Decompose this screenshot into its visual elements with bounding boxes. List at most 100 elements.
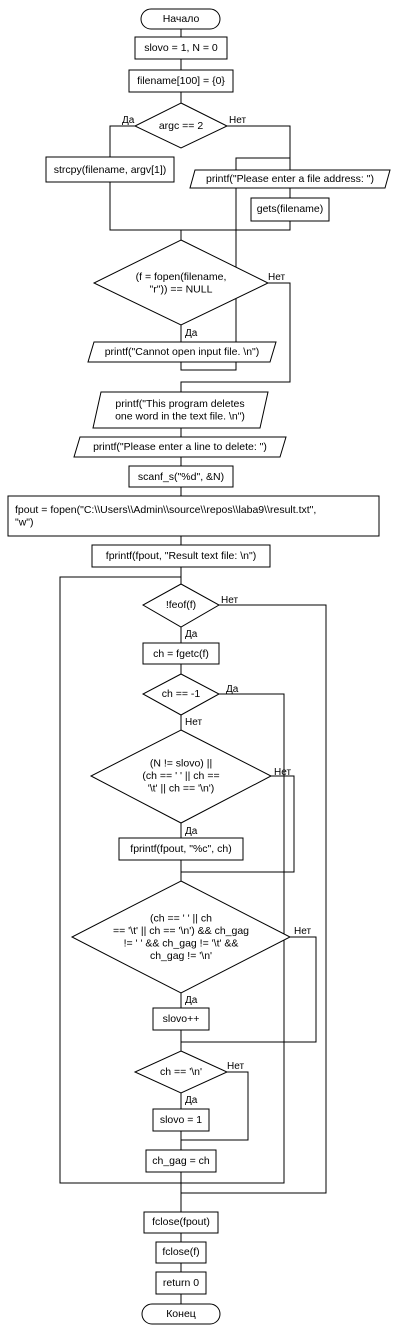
fprintf-char-box [118,837,244,861]
slovo-check-diamond [89,729,273,824]
text-line: == '\t' || ch == '\n') && ch_gag [113,925,249,937]
newline-check-text: ch == '\n' [160,1066,202,1078]
text-line: != ' ' && ch_gag != '\t' && [124,937,239,949]
slovo-check-no-label: Нет [274,767,291,778]
text-line: ch == '\n' [160,1066,202,1078]
eof-char-check-diamond [141,673,221,716]
gag-assign-box [145,1149,217,1173]
gets-box [250,197,330,222]
slovo-check-yes-label: Да [185,826,198,837]
word-boundary-yes-label: Да [185,995,198,1006]
fclose-f-text: fclose(f) [162,1246,199,1258]
return-text: return 0 [163,1277,199,1289]
fprintf-header-box [91,544,271,568]
scanf-box [128,465,234,488]
strcpy-text: strcpy(filename, argv[1]) [54,164,167,176]
branch-labels: Да Нет Нет Да Нет Да Да Нет Нет Да Нет Д… [122,115,311,1106]
word-boundary-no-label: Нет [294,926,311,937]
text-line: ch_gag != '\n' [150,950,212,962]
eof-char-no-label: Нет [185,717,202,728]
end-text: Конец [166,1308,196,1320]
argc-no-label: Нет [229,115,246,126]
prompt-line-parallelogram [73,436,287,458]
text-line: !feof(f) [166,599,196,611]
start-terminal [140,8,221,30]
fopen-yes-label: Да [185,328,198,339]
gag-assign-text: ch_gag = ch [152,1155,210,1167]
text-line: "w") [15,516,34,528]
feof-no-label: Нет [221,595,238,606]
text-line: (N != slovo) || [150,758,212,770]
shapes [7,8,391,1325]
fopen-check-text: (f = fopen(filename,"r")) == NULL [136,271,227,296]
text-line: fclose(f) [162,1246,199,1258]
fprintf-char-text: fprintf(fpout, "%c", ch) [130,843,231,855]
slovo-inc-box [152,1007,210,1031]
fpout-open-text: fpout = fopen("C:\\Users\\Admin\\source\… [15,504,316,529]
node-texts: Начало slovo = 1, N = 0 filename[100] = … [15,13,374,1320]
argc-check-diamond [133,102,229,149]
return-box [155,1271,207,1295]
feof-check-diamond [141,583,221,628]
text-line: "r")) == NULL [150,283,213,295]
word-boundary-check-text: (ch == ' ' || ch== '\t' || ch == '\n') &… [113,912,249,962]
scanf-text: scanf_s("%d", &N) [138,471,224,483]
text-line: slovo = 1, N = 0 [144,42,218,54]
newline-yes-label: Да [185,1095,198,1106]
connectors [59,29,327,1304]
text-line: printf("This program deletes [115,398,244,410]
text-line: Конец [166,1308,196,1320]
slovo-inc-text: slovo++ [163,1013,200,1025]
text-line: Начало [163,13,200,25]
text-line: ch == -1 [162,688,201,700]
text-line: (ch == ' ' || ch == [142,770,219,782]
text-line: printf("Please enter a line to delete: "… [93,441,267,453]
fclose-fpout-box [143,1211,219,1234]
text-line: (f = fopen(filename, [136,271,227,283]
text-line: fpout = fopen("C:\\Users\\Admin\\source\… [15,504,316,516]
fpout-open-box [7,495,380,537]
prompt-file-text: printf("Please enter a file address: ") [206,173,374,185]
slovo-reset-box [152,1108,210,1132]
prompt-file-parallelogram [189,169,391,189]
slovo-check-text: (N != slovo) ||(ch == ' ' || ch =='\t' |… [142,758,219,795]
text-line: slovo = 1 [160,1114,202,1126]
init-text: slovo = 1, N = 0 [144,42,218,54]
start-text: Начало [163,13,200,25]
program-info-parallelogram [92,391,269,429]
word-boundary-check-diamond [70,880,292,994]
argc-yes-label: Да [122,115,135,126]
text-line: printf("Please enter a file address: ") [206,173,374,185]
fgetc-text: ch = fgetc(f) [153,648,209,660]
init-box [134,36,228,60]
fgetc-box [142,642,220,665]
text-line: fprintf(fpout, "Result text file: \n") [106,550,256,562]
text-line: return 0 [163,1277,199,1289]
end-terminal [141,1303,221,1325]
text-line: '\t' || ch == '\n') [148,783,215,795]
text-line: (ch == ' ' || ch [150,912,212,924]
text-line: slovo++ [163,1013,200,1025]
argc-check-text: argc == 2 [159,120,204,132]
text-line: one word in the text file. \n") [115,410,245,422]
fopen-no-label: Нет [268,272,285,283]
slovo-reset-text: slovo = 1 [160,1114,202,1126]
filename-decl-text: filename[100] = {0} [137,75,225,87]
text-line: fclose(fpout) [152,1216,210,1228]
feof-yes-label: Да [185,629,198,640]
text-line: fprintf(fpout, "%c", ch) [130,843,231,855]
text-line: ch_gag = ch [152,1155,210,1167]
eof-char-check-text: ch == -1 [162,688,201,700]
text-line: scanf_s("%d", &N) [138,471,224,483]
feof-check-text: !feof(f) [166,599,196,611]
fopen-check-diamond [92,239,270,326]
fclose-fpout-text: fclose(fpout) [152,1216,210,1228]
text-line: ch = fgetc(f) [153,648,209,660]
filename-decl-box [128,69,234,93]
text-line: argc == 2 [159,120,204,132]
strcpy-box [45,156,175,183]
cannot-open-text: printf("Cannot open input file. \n") [105,346,260,358]
prompt-line-text: printf("Please enter a line to delete: "… [93,441,267,453]
gets-text: gets(filename) [257,203,324,215]
